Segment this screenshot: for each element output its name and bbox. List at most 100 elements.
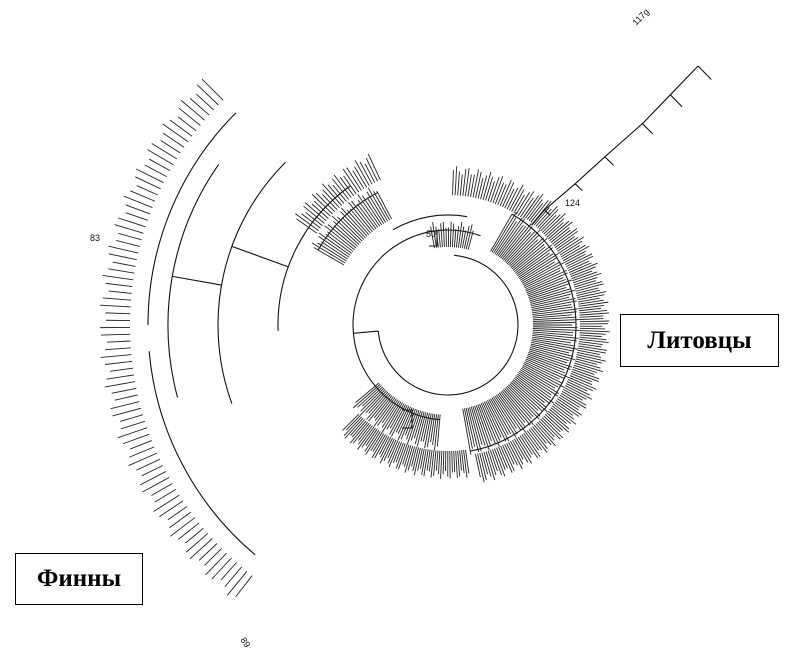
lith-outer-tip: [537, 205, 558, 229]
upleft-tip: [313, 247, 345, 266]
lith-lower-tip: [377, 398, 397, 426]
lith-tip: [498, 224, 524, 258]
lith-outer-tip: [560, 245, 581, 258]
lith-lower-outer-tip: [370, 432, 383, 452]
lith-tip: [532, 334, 577, 342]
lith-outer-tip: [547, 410, 570, 430]
top-inner-tip: [457, 221, 463, 248]
lith-outer-tip: [546, 222, 564, 238]
top-outer-tip: [470, 174, 475, 198]
finn-tip: [118, 232, 142, 241]
lith-outer-tip: [475, 454, 481, 478]
lith-tip: [494, 395, 517, 429]
lith-lower-tip: [422, 412, 430, 442]
lith-tip: [518, 253, 554, 278]
lith-arc: [470, 213, 577, 452]
finn-tip: [110, 401, 140, 410]
lith-tip: [532, 333, 579, 339]
upleft-tip: [357, 193, 381, 227]
lith-lower-tip: [406, 410, 420, 445]
lith-tip: [532, 308, 579, 316]
lith-tip: [496, 217, 523, 256]
lith-tip: [510, 237, 544, 269]
top-inner-tip: [467, 230, 474, 250]
finn-tip: [185, 533, 209, 553]
lith-outer-tip: [568, 379, 594, 392]
lith-tip: [531, 304, 572, 312]
lith-outer-tip: [561, 390, 587, 406]
finn-link-arc: [277, 185, 351, 331]
lith-lower-outer-tip: [358, 424, 372, 441]
top-inner-tip: [435, 226, 439, 248]
lith-outer-tip: [572, 272, 602, 284]
finn-tip: [130, 190, 156, 202]
lith-tip: [475, 405, 492, 447]
lith-tip: [532, 328, 580, 331]
finn-tip: [141, 465, 163, 477]
lith-tip: [519, 370, 559, 397]
finn-tip: [112, 261, 136, 267]
lith-lower-tip: [434, 414, 439, 451]
lith-lower-outer-tip: [451, 450, 453, 473]
lith-tip: [485, 400, 507, 442]
finn-tip: [123, 195, 153, 208]
top-inner-tip: [442, 221, 445, 248]
lith-lower-tip: [359, 389, 386, 416]
lith-tip: [462, 408, 472, 455]
finn-tip: [136, 185, 158, 196]
lith-outer-tip: [532, 200, 552, 224]
lith-outer-tip: [579, 309, 608, 314]
lith-lower-tip: [373, 395, 393, 419]
lith-outer-tip: [577, 297, 600, 303]
top-inner-tip: [453, 229, 457, 248]
outlier-branch: [642, 94, 671, 124]
lith-outer-tip: [574, 362, 604, 373]
lith-lower-outer-tip: [357, 425, 373, 445]
upleft-tip: [340, 211, 366, 239]
lith-tip: [500, 226, 527, 259]
finn-tip: [220, 562, 237, 581]
top-outer-tip: [504, 188, 515, 209]
node-label-50: 50: [426, 229, 436, 239]
lith-lower-outer-tip: [435, 450, 439, 471]
finn-tip: [204, 548, 223, 566]
upleft-outer-tip: [304, 202, 327, 222]
top-inner-tip: [438, 229, 441, 248]
lith-outer-tip: [540, 418, 561, 440]
lith-outer-tip: [579, 318, 604, 320]
top-inner-tip: [430, 226, 435, 249]
lith-outer-tip: [530, 427, 548, 450]
lith-outer-tip: [544, 414, 563, 431]
finn-tip: [211, 557, 232, 580]
top-outer-tip: [467, 174, 472, 197]
lith-lower-outer-tip: [392, 441, 402, 463]
lith-tip: [517, 373, 552, 399]
lith-tip: [516, 375, 555, 404]
lith-outer-tip: [494, 448, 506, 477]
lith-lower-outer-tip: [417, 448, 423, 471]
finn-tip: [198, 543, 218, 561]
lith-lower-outer-tip: [423, 449, 429, 477]
lith-tip: [500, 391, 526, 423]
lith-tip: [509, 383, 539, 411]
finn-tip: [125, 204, 151, 215]
lith-outer-tip: [525, 431, 540, 451]
finn-mid-arc: [217, 161, 286, 404]
finn-tip: [130, 440, 152, 450]
top-outer-tip: [490, 177, 500, 203]
top-outer-tip: [452, 170, 454, 196]
lith-outer-tip: [578, 345, 607, 351]
lith-tip: [465, 407, 476, 447]
lith-tip: [526, 277, 564, 294]
lith-outer-tip: [552, 405, 577, 425]
lith-outer-tip: [579, 336, 607, 341]
lith-tip: [488, 399, 509, 435]
finn-tip: [162, 132, 185, 148]
upleft-tip: [349, 208, 371, 234]
top-outer-tip: [492, 176, 504, 204]
top-outer-tip: [454, 166, 458, 196]
finn-tip: [136, 458, 160, 471]
upleft-outer-tip: [332, 184, 347, 202]
finn-tip: [153, 494, 180, 512]
upleft-tip: [331, 215, 361, 244]
